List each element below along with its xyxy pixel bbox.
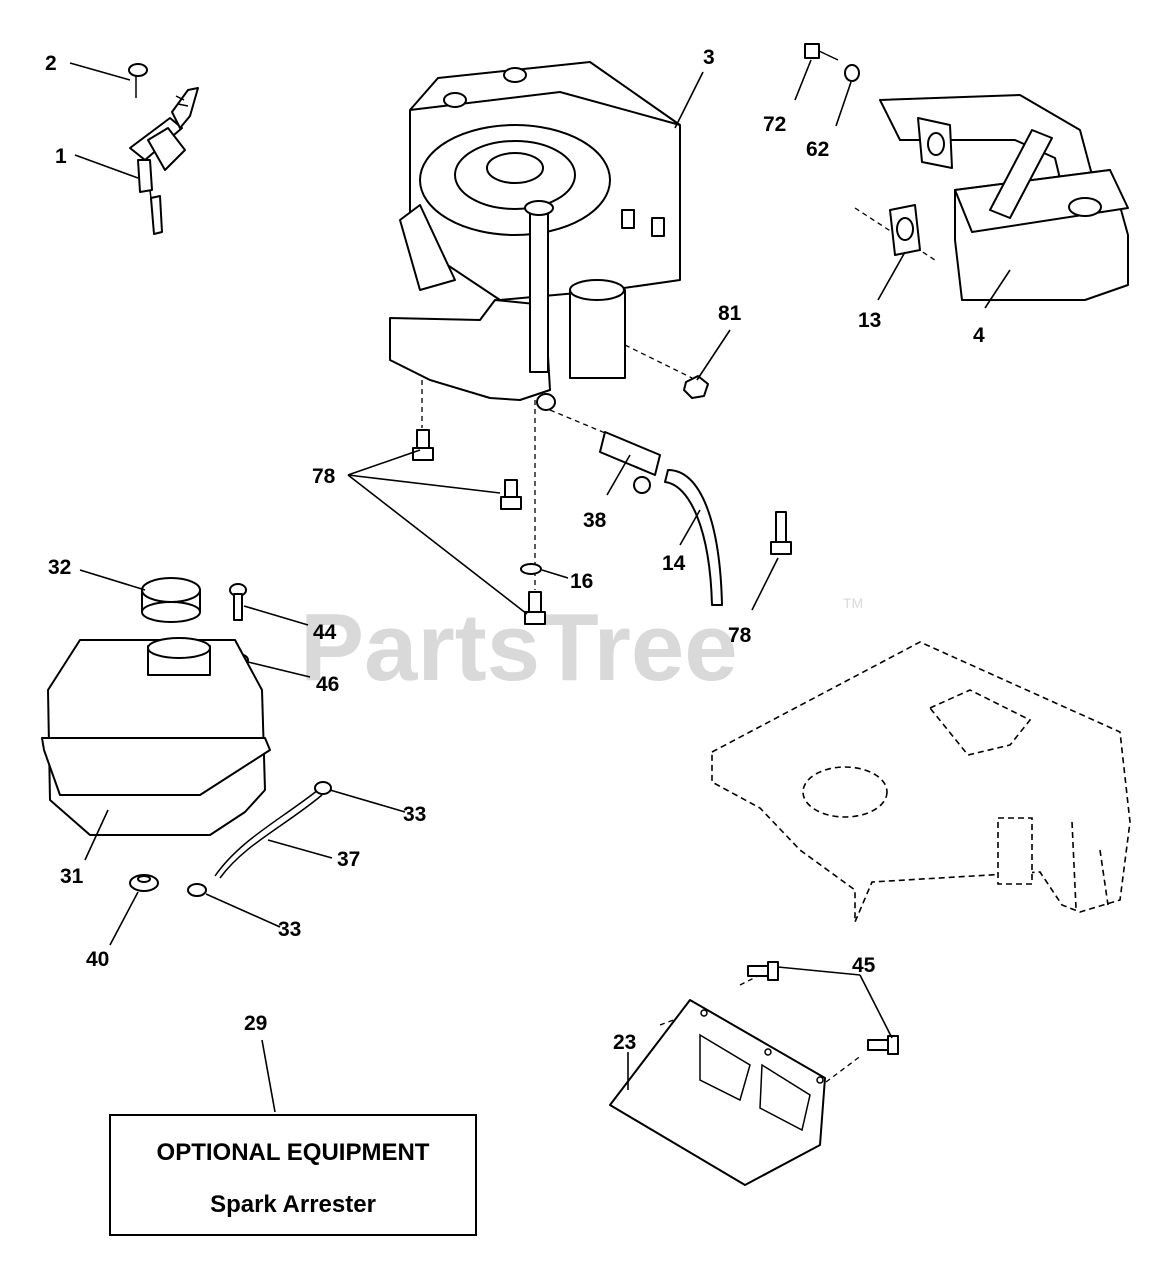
callout-1: 1	[55, 145, 67, 168]
clamp-33-lower	[187, 883, 207, 897]
callout-38: 38	[583, 509, 607, 532]
throttle-control	[128, 63, 199, 235]
chassis-frame	[711, 641, 1131, 923]
callout-2: 2	[45, 52, 57, 75]
leader-lines	[69, 59, 1011, 1113]
fuel-line-37	[214, 789, 319, 877]
callout-16: 16	[570, 570, 593, 593]
screw-44	[229, 583, 247, 621]
washer-62	[844, 64, 860, 82]
fuel-line-14	[664, 469, 723, 606]
callout-23: 23	[613, 1031, 636, 1054]
callout-14: 14	[662, 552, 686, 575]
callout-32: 32	[48, 556, 71, 579]
nut-81	[683, 375, 709, 399]
engine-bolts	[412, 429, 792, 625]
fuel-tank	[41, 637, 271, 836]
watermark-trademark: TM	[843, 595, 863, 611]
callout-78-engine: 78	[312, 465, 336, 488]
callout-3: 3	[703, 46, 715, 69]
callout-33-upper: 33	[403, 803, 426, 826]
bracket-bolt-lower	[867, 1035, 899, 1055]
clamp-33-upper	[314, 781, 332, 795]
optional-equipment-subtitle: Spark Arrester	[210, 1191, 376, 1218]
callout-81: 81	[718, 302, 742, 325]
callout-72: 72	[763, 113, 786, 136]
engine	[389, 61, 681, 411]
callout-62: 62	[806, 138, 829, 161]
callout-4: 4	[973, 324, 985, 347]
callout-78-side: 78	[728, 624, 752, 647]
optional-equipment-title: OPTIONAL EQUIPMENT	[157, 1139, 430, 1166]
muffler	[879, 94, 1129, 301]
callout-29: 29	[244, 1012, 267, 1035]
callout-40: 40	[86, 948, 109, 971]
callout-45: 45	[852, 954, 876, 977]
lock-washer-16	[520, 563, 542, 575]
watermark-text: PartsTree	[300, 594, 738, 701]
callout-44: 44	[313, 621, 337, 644]
bolt-72	[804, 43, 839, 61]
fuel-cap	[141, 577, 201, 623]
bracket-bolt-upper	[747, 961, 779, 981]
callout-37: 37	[337, 848, 360, 871]
bushing-40	[129, 874, 159, 892]
optional-equipment-box: OPTIONAL EQUIPMENT Spark Arrester	[109, 1114, 477, 1236]
fuel-filter	[599, 431, 661, 494]
spark-arrester-bracket	[609, 999, 826, 1186]
callout-46: 46	[316, 673, 339, 696]
callout-13: 13	[858, 309, 881, 332]
callout-31: 31	[60, 865, 84, 888]
gasket	[889, 204, 921, 256]
callout-33-lower: 33	[278, 918, 301, 941]
